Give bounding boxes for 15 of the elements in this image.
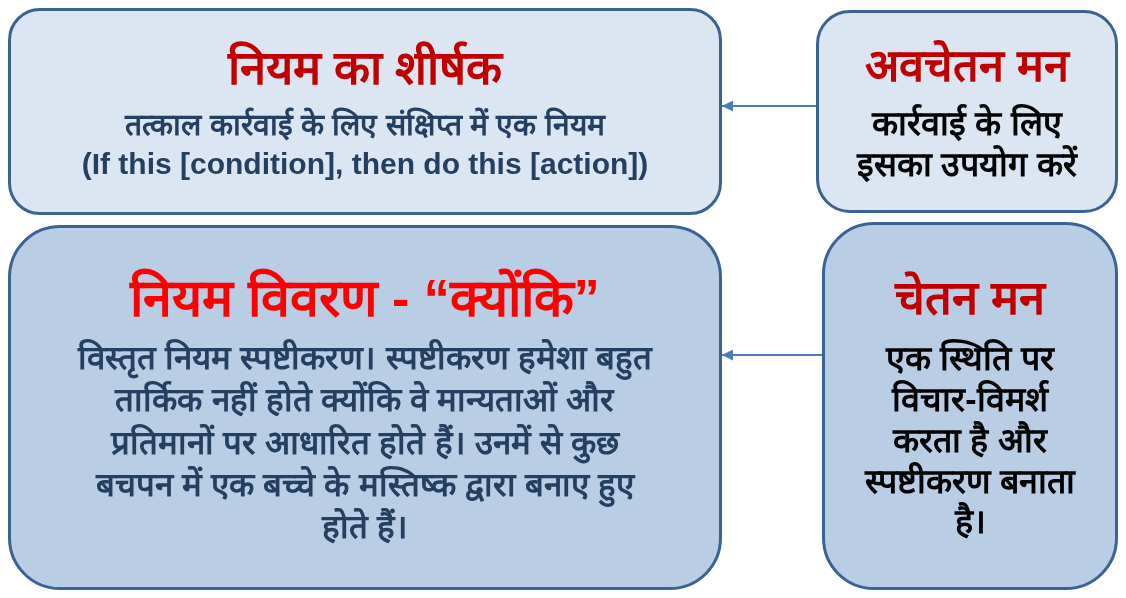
box-text: विस्तृत नियम स्पष्टीकरण। स्पष्टीकरण हमेशा बहुत तार्किक नहीं होते क्योंकि वे मान्यताओं और प्रतिमानों पर आधारित होते हैं। उनमें से कुछ बचपन में एक बच्चे के मस्तिष्क द्वारा बनाए हुए होते हैं।	[76, 338, 654, 548]
rounded-box	[822, 222, 1118, 590]
box-heading: नियम विवरण - “क्योंकि”	[130, 267, 600, 329]
box-text: एक स्थिति पर विचार-विमर्श करता है और स्पष्टीकरण बनाता है।	[863, 338, 1077, 543]
box-text: तत्काल कार्रवाई के लिए संक्षिप्त में एक नियम	[125, 106, 605, 143]
box-heading: चेतन मन	[894, 269, 1046, 326]
arrow	[722, 349, 822, 361]
box-heading: अवचेतन मन	[865, 38, 1069, 93]
box-heading: नियम का शीर्षक	[227, 40, 503, 97]
box-text: (If this [condition], then do this [action])	[81, 145, 649, 182]
arrow	[722, 100, 816, 112]
rounded-box	[8, 225, 722, 590]
rounded-box	[816, 10, 1118, 213]
box-text: कार्रवाई के लिए इसका उपयोग करें	[855, 102, 1079, 185]
rounded-box	[8, 8, 722, 215]
